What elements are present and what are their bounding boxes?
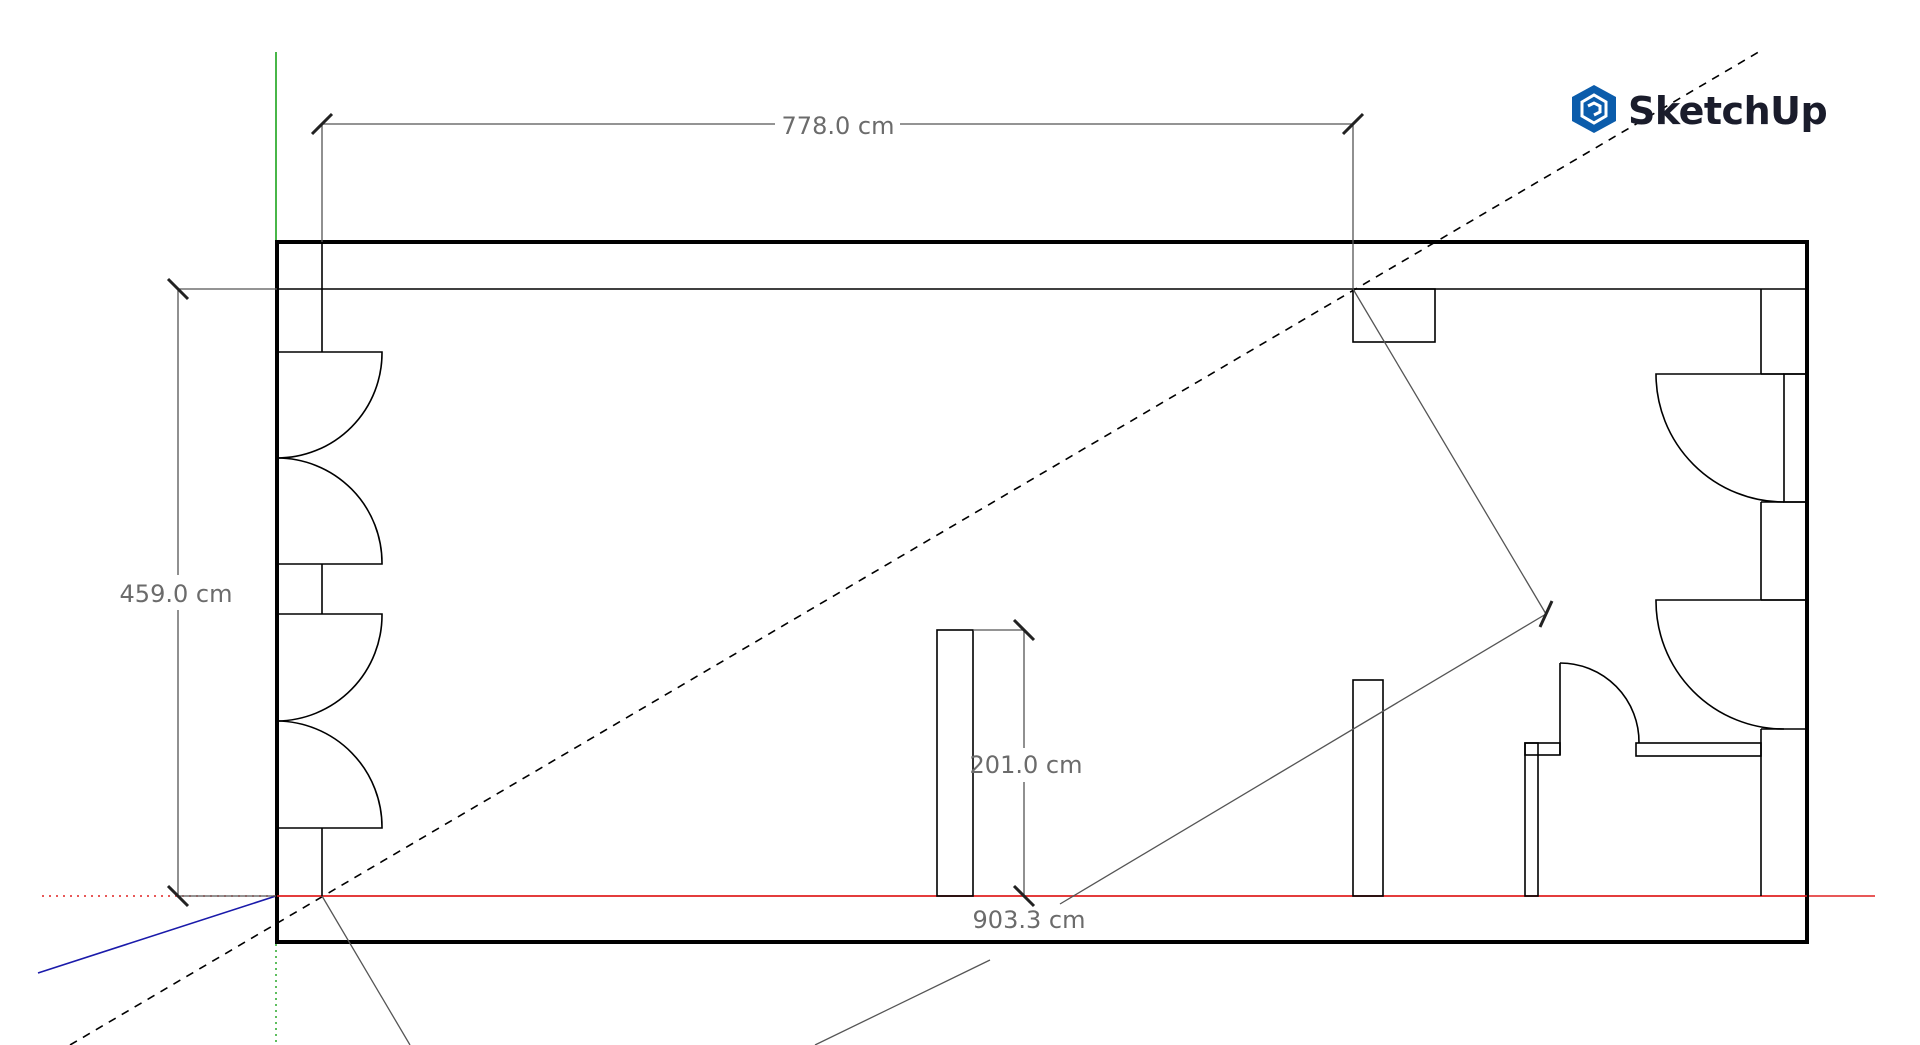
right-jamb [1783, 373, 1808, 503]
blue-axis [37, 895, 277, 974]
construction-guide-line[interactable] [69, 49, 1763, 1045]
tick-mark [310, 112, 334, 136]
tick-mark [1012, 884, 1036, 908]
door-swing[interactable] [1655, 599, 1807, 730]
bathroom-wall-cap [1524, 742, 1561, 756]
bathroom-wall[interactable] [1524, 742, 1539, 897]
sketchup-logo-text: SketchUp [1628, 89, 1827, 133]
bathroom-wall[interactable] [1635, 742, 1762, 757]
outer-wall[interactable] [275, 240, 1809, 944]
dimension-partition-height[interactable]: 201.0 cm [970, 618, 1083, 908]
doors[interactable] [276, 351, 1807, 829]
door-swing[interactable] [276, 457, 383, 565]
door-swing[interactable] [276, 720, 383, 829]
door-swing[interactable] [276, 613, 383, 722]
dimension-label: 903.3 cm [973, 906, 1086, 934]
partition-wall[interactable] [1352, 679, 1384, 897]
walls[interactable] [275, 240, 1809, 944]
dimension-line [814, 959, 991, 1045]
tick-mark [166, 884, 190, 908]
dimension-label: 459.0 cm [120, 580, 233, 608]
tick-mark [1012, 618, 1036, 642]
door-swing[interactable] [276, 351, 383, 459]
dimension-label: 201.0 cm [970, 751, 1083, 779]
column-block[interactable] [1352, 288, 1436, 343]
dimension-left-height[interactable]: 459.0 cm [120, 277, 277, 908]
dimension-label: 778.0 cm [782, 112, 895, 140]
sketchup-logo-icon [1572, 85, 1616, 133]
dimension-top-width[interactable]: 778.0 cm [310, 112, 1365, 289]
door-swing[interactable] [1559, 662, 1640, 744]
partition-wall[interactable] [936, 629, 974, 897]
extension-line [321, 895, 411, 1045]
sketchup-logo: SketchUp [1572, 85, 1828, 133]
extension-line [1352, 288, 1547, 615]
tick-mark [166, 277, 190, 301]
tick-mark [1341, 112, 1365, 136]
door-swing[interactable] [1655, 373, 1785, 503]
dimension-line [1059, 613, 1547, 905]
tick-mark [1538, 600, 1554, 628]
dimension-diagonal[interactable]: 903.3 cm [321, 288, 1554, 1045]
